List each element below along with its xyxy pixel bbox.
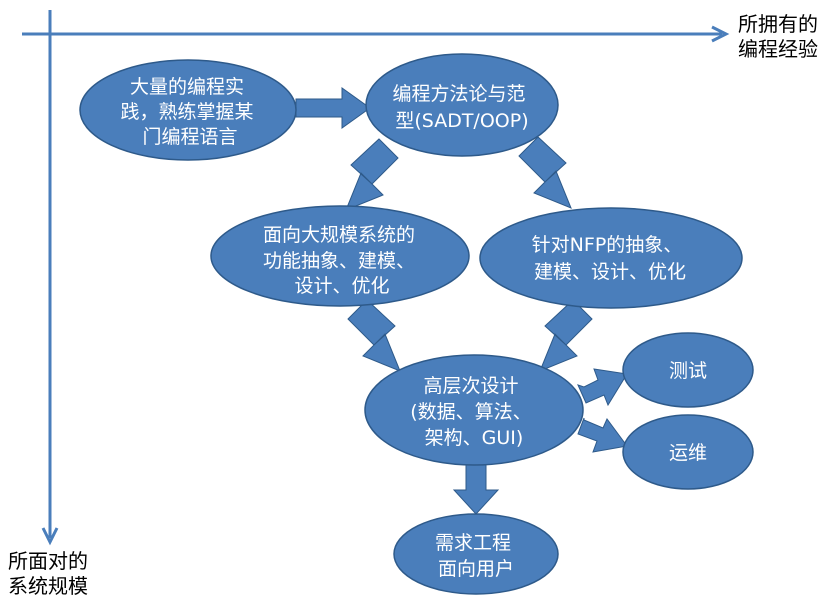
node-testing-shape <box>622 332 754 408</box>
arrow-high-level-to-testing <box>577 368 628 407</box>
node-nfp: 针对NFP的抽象、 建模、设计、优化 <box>479 207 743 309</box>
node-requirements-shape <box>393 513 559 595</box>
node-practice-shape <box>79 59 297 161</box>
node-high-level-line-1: 高层次设计 <box>423 375 518 397</box>
node-high-level-shape <box>364 354 584 466</box>
x-axis-arrowhead <box>711 25 730 43</box>
node-operations-shape <box>622 414 754 490</box>
node-requirements-line-2: 面向用户 <box>438 558 514 580</box>
node-large-scale-shape <box>210 205 470 307</box>
node-methodology-line-2: 型(SADT/OOP) <box>395 110 528 132</box>
node-large-scale-line-2: 功能抽象、建模、 <box>263 250 415 272</box>
node-practice-label: 大量的编程实 践，熟练掌握某 门编程语言 <box>120 76 259 148</box>
node-operations: 运维 <box>622 414 754 490</box>
arrow-large-scale-to-high-level <box>347 299 401 372</box>
node-practice-line-2: 践，熟练掌握某 <box>120 101 253 123</box>
node-methodology-label: 编程方法论与范 型(SADT/OOP) <box>392 83 531 132</box>
node-requirements-line-1: 需求工程 <box>435 532 511 554</box>
arrow-methodology-to-large-scale <box>345 138 399 211</box>
node-methodology: 编程方法论与范 型(SADT/OOP) <box>365 53 559 157</box>
node-testing-line-1: 测试 <box>669 360 707 382</box>
x-axis-label-line-1: 所拥有的 <box>738 12 818 36</box>
y-axis-label-line-1: 所面对的 <box>8 549 88 573</box>
node-large-scale-line-3: 设计、优化 <box>294 275 389 297</box>
node-practice-line-3: 门编程语言 <box>142 126 237 148</box>
node-high-level-label: 高层次设计 (数据、算法、 架构、GUI) <box>410 375 537 449</box>
connector-arrows <box>295 87 628 515</box>
node-requirements: 需求工程 面向用户 <box>393 513 559 595</box>
node-large-scale-label: 面向大规模系统的 功能抽象、建模、 设计、优化 <box>263 224 421 297</box>
node-high-level-line-3: 架构、GUI) <box>425 427 524 449</box>
node-large-scale: 面向大规模系统的 功能抽象、建模、 设计、优化 <box>210 205 470 307</box>
node-testing: 测试 <box>622 332 754 408</box>
node-high-level-line-2: (数据、算法、 <box>410 401 531 423</box>
node-practice: 大量的编程实 践，熟练掌握某 门编程语言 <box>79 59 297 161</box>
axes <box>22 10 730 546</box>
y-axis-label: 所面对的 系统规模 <box>8 549 88 599</box>
x-axis-label: 所拥有的 编程经验 <box>738 12 818 62</box>
y-axis-label-line-2: 系统规模 <box>8 574 88 598</box>
node-methodology-line-1: 编程方法论与范 <box>392 83 525 105</box>
node-nfp-line-2: 建模、设计、优化 <box>534 261 686 283</box>
node-requirements-label: 需求工程 面向用户 <box>435 532 517 580</box>
node-nfp-label: 针对NFP的抽象、 建模、设计、优化 <box>532 234 689 283</box>
arrow-nfp-to-high-level <box>539 299 593 372</box>
arrow-high-level-to-requirements <box>452 462 500 515</box>
x-axis-label-line-2: 编程经验 <box>738 37 818 61</box>
node-practice-line-1: 大量的编程实 <box>130 76 244 98</box>
node-large-scale-line-1: 面向大规模系统的 <box>263 224 415 246</box>
arrow-methodology-to-nfp <box>518 136 572 209</box>
y-axis-arrowhead <box>41 527 59 546</box>
node-methodology-shape <box>365 53 559 157</box>
node-operations-line-1: 运维 <box>669 442 707 464</box>
node-nfp-shape <box>479 207 743 309</box>
node-testing-label: 测试 <box>669 360 707 382</box>
arrow-practice-to-methodology <box>295 87 371 129</box>
node-nfp-line-1: 针对NFP的抽象、 <box>532 234 683 256</box>
node-operations-label: 运维 <box>669 442 707 464</box>
arrow-high-level-to-operations <box>577 417 628 453</box>
node-high-level: 高层次设计 (数据、算法、 架构、GUI) <box>364 354 584 466</box>
